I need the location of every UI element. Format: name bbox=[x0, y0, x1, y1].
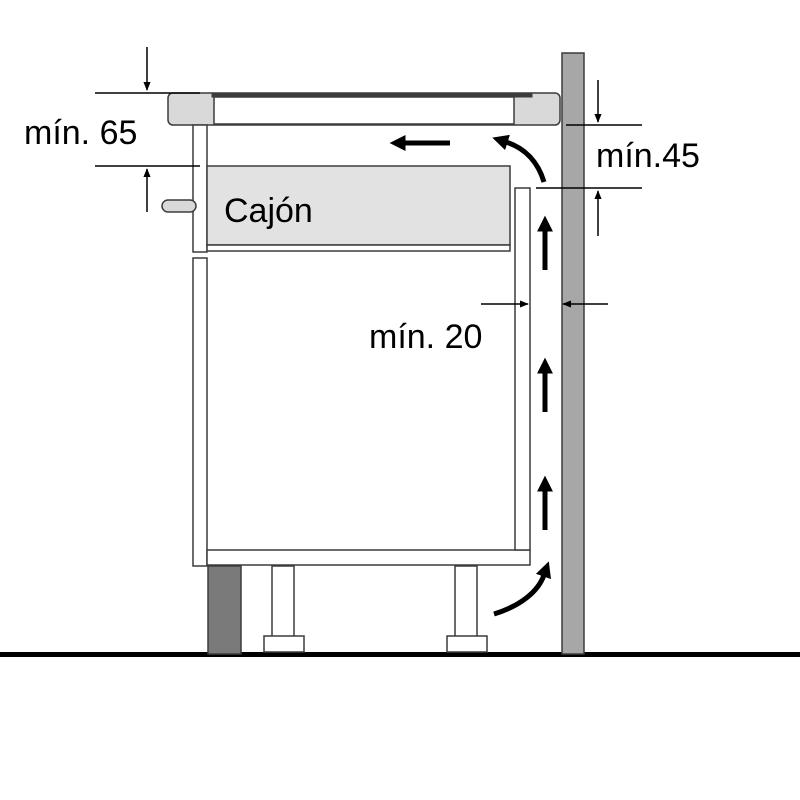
lower-cabinet bbox=[192, 187, 531, 567]
drawer bbox=[206, 165, 511, 246]
airflow-arrow-curve-bottom bbox=[493, 561, 552, 617]
dimension-top bbox=[95, 47, 200, 212]
plinth bbox=[207, 565, 242, 655]
leg-right bbox=[454, 565, 478, 639]
drawer-label: Cajón bbox=[224, 192, 313, 230]
hob-inner-cutout bbox=[213, 96, 515, 125]
hob bbox=[167, 92, 561, 126]
cabinet-back-panel bbox=[514, 187, 531, 551]
leg-left bbox=[271, 565, 295, 639]
dimension-right bbox=[536, 80, 642, 236]
lower-left-panel bbox=[192, 257, 208, 567]
dimension-top-label: mín. 65 bbox=[24, 114, 137, 152]
upper-side-panel bbox=[192, 124, 208, 253]
wall bbox=[561, 52, 585, 655]
drawer-bottom-rail bbox=[206, 244, 511, 252]
cabinet-bottom-panel bbox=[206, 549, 531, 566]
airflow-arrows bbox=[389, 134, 554, 617]
airflow-arrow-curve-top bbox=[492, 134, 547, 183]
cabinet-legs bbox=[263, 565, 488, 653]
dimension-right-label: mín.45 bbox=[596, 137, 700, 175]
dimension-gap-label: mín. 20 bbox=[369, 318, 482, 356]
leg-right-foot bbox=[446, 635, 488, 653]
floor-line bbox=[0, 652, 800, 657]
leg-left-foot bbox=[263, 635, 305, 653]
drawer-knob bbox=[161, 199, 197, 213]
